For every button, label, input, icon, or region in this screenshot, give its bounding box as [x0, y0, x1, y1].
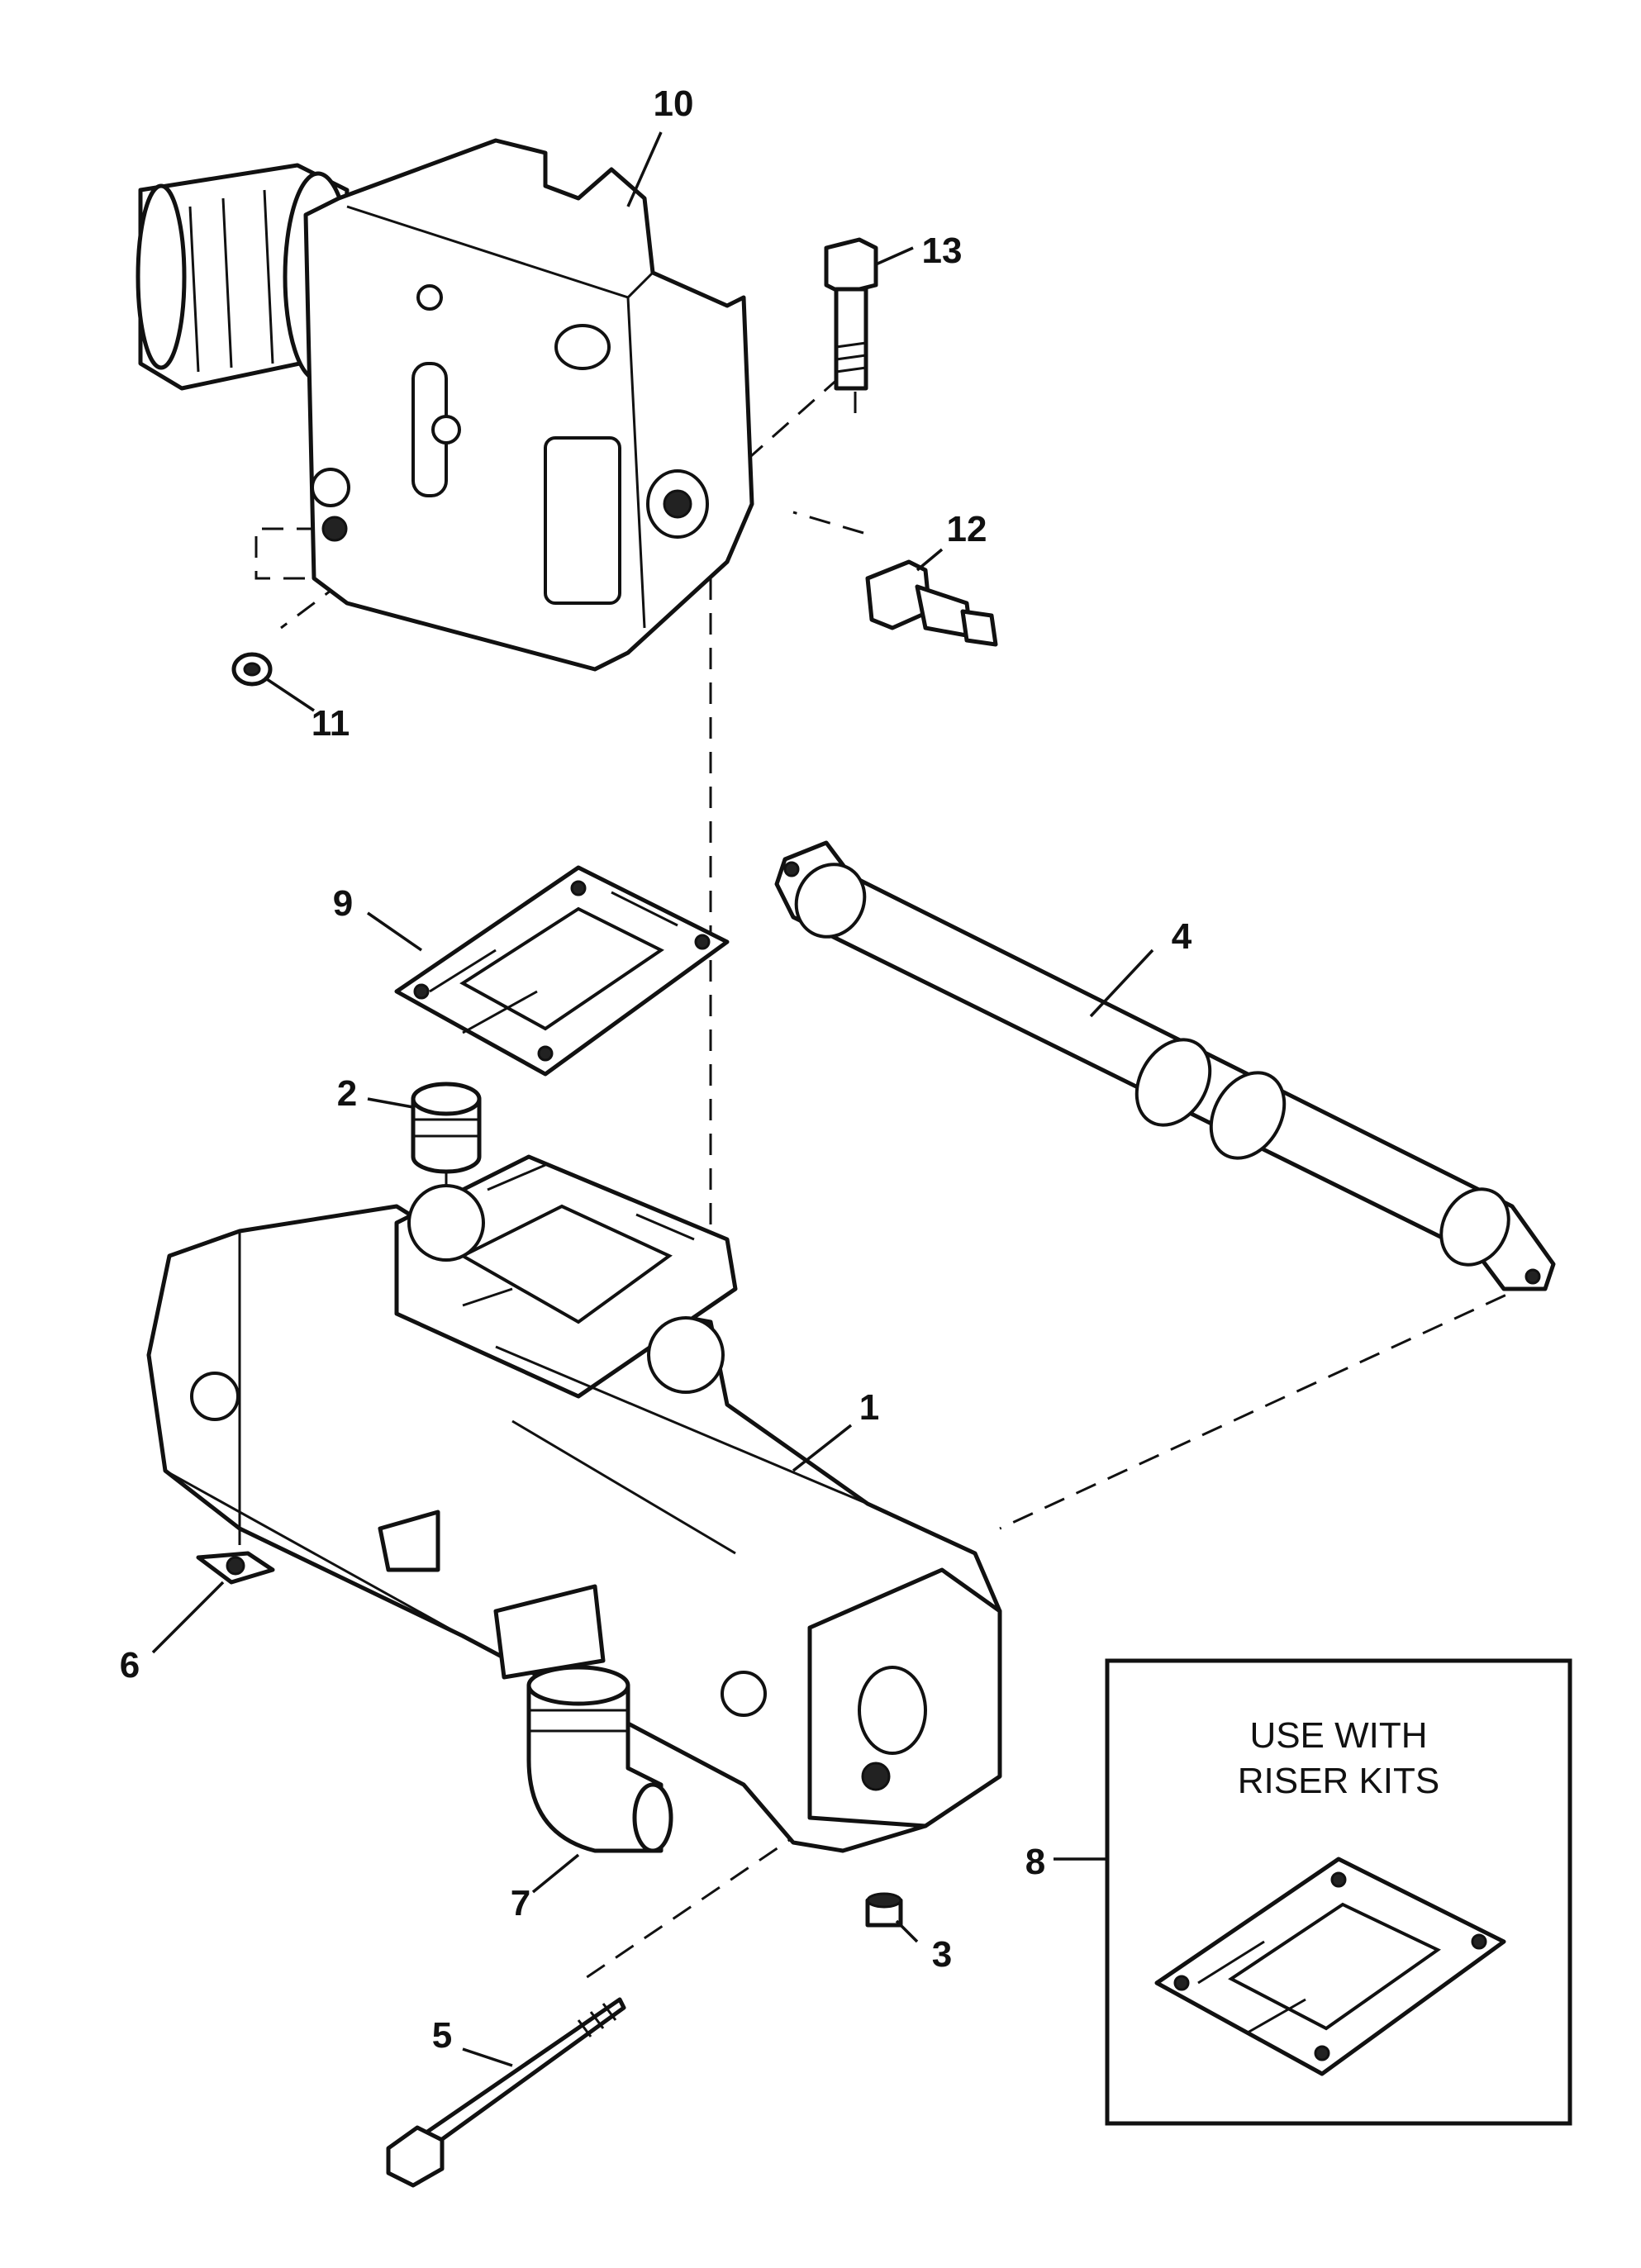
long-bolt-part: [386, 1997, 626, 2188]
callout-4: 4: [1172, 916, 1192, 957]
callout-5: 5: [432, 2015, 452, 2056]
elbow-fitting-part: [526, 1665, 673, 1853]
callout-1: 1: [859, 1387, 879, 1428]
fitting-part: [865, 559, 998, 647]
callout-labels: 10 13 12 11 9 4 2 1 6 7 3 5 8: [120, 83, 1192, 2056]
riser-kit-inset: USE WITH RISER KITS: [1105, 1658, 1572, 2126]
manifold-gasket-part: [774, 840, 1556, 1291]
pipe-plug-part: [411, 1082, 482, 1174]
bolt-part: [824, 237, 878, 391]
callout-8: 8: [1025, 1842, 1045, 1882]
small-drain-plug-part: [865, 1892, 903, 1928]
callout-6: 6: [120, 1645, 140, 1686]
drain-clip-part: [196, 1551, 275, 1585]
callout-10: 10: [654, 83, 694, 124]
inset-line-1: USE WITH: [1249, 1715, 1427, 1756]
inset-line-2: RISER KITS: [1238, 1761, 1440, 1801]
callout-12: 12: [947, 509, 987, 549]
callout-2: 2: [337, 1073, 357, 1114]
callout-3: 3: [932, 1934, 952, 1975]
callout-11: 11: [312, 703, 350, 744]
exhaust-manifold-part: [146, 1154, 1002, 1853]
callout-7: 7: [511, 1883, 530, 1923]
callout-9: 9: [333, 883, 353, 924]
small-plug-part: [231, 652, 273, 687]
leader-lines: [151, 131, 1154, 2067]
riser-gasket-part: [394, 865, 730, 1077]
callout-13: 13: [922, 231, 963, 271]
riser-elbow-part: [136, 138, 754, 672]
